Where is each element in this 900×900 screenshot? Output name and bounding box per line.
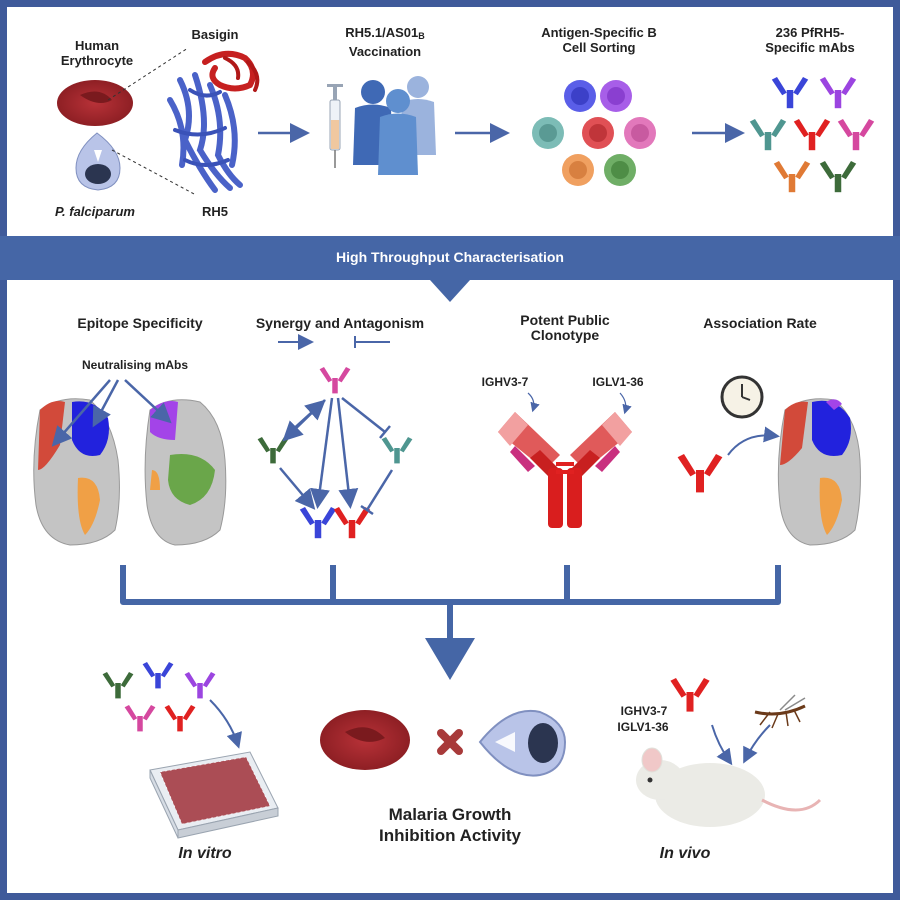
in-vitro-arrow (209, 699, 242, 749)
sorting-label: Antigen-Specific B Cell Sorting (541, 25, 657, 55)
b-cells-icon (532, 80, 656, 186)
rh5-surface-left-icon (33, 398, 120, 546)
mosquito-icon (754, 694, 806, 729)
band-title: High Throughput Characterisation (336, 249, 564, 265)
association-arrow (727, 426, 780, 456)
ighv-label: IGHV3-7 (481, 375, 529, 389)
vaccination-main: RH5.1/AS01 (345, 25, 419, 40)
growth-inhibition-label: Malaria Growth Inhibition Activity (379, 805, 521, 845)
clock-icon (720, 375, 764, 419)
p-falciparum-label: P. falciparum (55, 204, 135, 219)
clonotype-pointer-arrows (527, 392, 632, 415)
growth-rbc-icon (320, 710, 410, 770)
mabs-icon (749, 77, 875, 193)
convergence-arrowhead (425, 638, 475, 680)
growth-parasite-icon (478, 709, 567, 777)
vaccination-label: RH5.1/AS01B Vaccination (326, 25, 444, 59)
convergence-bracket (120, 565, 781, 640)
zoom-lines (107, 47, 197, 196)
basigin-label: Basigin (191, 27, 239, 42)
iglv-label: IGLV1-36 (592, 375, 644, 389)
in-vitro-label: In vitro (178, 845, 232, 862)
in-vivo-antibody-icon (670, 678, 710, 712)
inhibition-cross-icon (437, 729, 463, 755)
synergy-legend (278, 334, 390, 350)
vaccination-line2: Vaccination (348, 44, 422, 59)
rh5-surface-association-icon (777, 398, 861, 546)
human-erythrocyte-label: Human Erythrocyte (60, 38, 134, 68)
syringe-icon (327, 84, 343, 168)
association-title: Association Rate (703, 315, 817, 331)
association-antibody-icon (677, 454, 723, 493)
epitope-title: Epitope Specificity (77, 315, 203, 331)
in-vitro-mabs-icon (102, 662, 216, 732)
mabs-label: 236 PfRH5-Specific mAbs (765, 25, 855, 55)
neutralising-arrows (51, 379, 172, 447)
well-plate-icon (149, 751, 279, 839)
clonotype-title: Potent Public Clonotype (520, 312, 610, 343)
parasite-icon (75, 132, 121, 191)
erythrocyte-icon (57, 80, 133, 126)
people-icon (353, 76, 436, 175)
rh5-structure-icon (167, 50, 260, 193)
in-vivo-ighv-label: IGHV3-7 (620, 704, 668, 718)
synergy-title: Synergy and Antagonism (255, 315, 425, 331)
in-vivo-arrows (711, 724, 771, 766)
in-vivo-iglv-label: IGLV1-36 (617, 720, 669, 734)
in-vivo-label: In vivo (659, 845, 711, 862)
mouse-icon (636, 747, 822, 827)
public-clonotype-antibody-icon (498, 412, 632, 528)
band-notch (430, 280, 470, 302)
synergy-network (257, 367, 413, 539)
rh5-label: RH5 (201, 204, 228, 219)
neutralising-label: Neutralising mAbs (81, 358, 189, 372)
vaccination-sub: B (418, 31, 425, 41)
characterisation-band (0, 236, 900, 280)
rh5-surface-right-icon (144, 399, 227, 546)
